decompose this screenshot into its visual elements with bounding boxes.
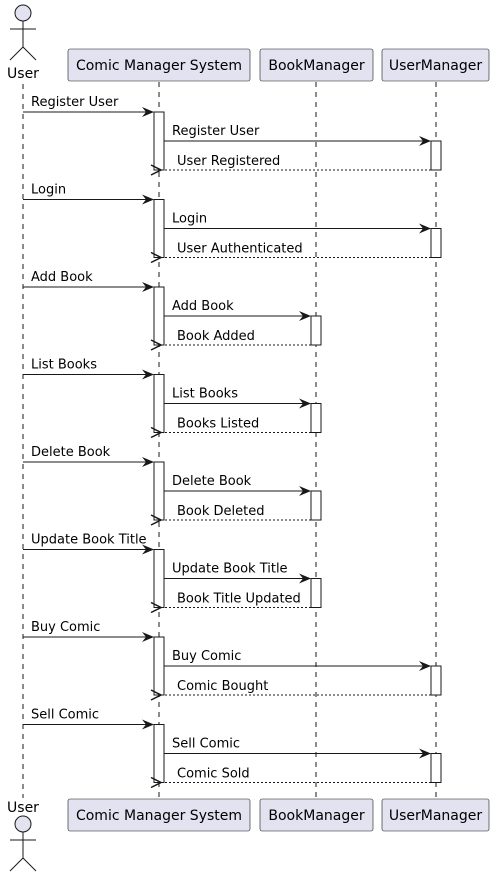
message-forward-label: Sell Comic [172,737,240,752]
message-reply-label: Book Deleted [177,504,264,519]
activation-cms [153,461,165,521]
activation-cms [153,111,165,171]
participant-label-um-top: UserManager [389,58,483,74]
participant-rect [259,798,374,832]
actor-right-leg [22,857,37,872]
actor-head [14,815,32,833]
activation-um [430,665,442,696]
participant-box-um-bottom: UserManager [381,798,490,832]
actor-left-leg [9,857,24,872]
participant-rect [381,798,490,832]
message-reply-label: Comic Sold [177,767,250,782]
message-reply-label: Book Title Updated [177,592,301,607]
participant-label-cms-top: Comic Manager System [76,58,242,74]
message-request-label: Add Book [31,270,93,285]
message-forward-label: List Books [172,387,238,402]
message-request-label: List Books [31,358,97,373]
message-forward-label: Register User [172,124,260,139]
message-request-label: Sell Comic [31,708,99,723]
participant-label-cms-bottom: Comic Manager System [76,808,242,824]
participant-label-bm-top: BookManager [268,58,364,74]
participant-rect [259,48,374,82]
activation-bm [310,403,322,433]
message-forward-label: Add Book [172,299,234,314]
activation-cms [153,724,165,783]
actor-user-bottom: User [7,800,39,872]
actor-right-leg [22,46,37,61]
message-reply-label: User Registered [177,154,280,169]
participant-rect [381,48,490,82]
activation-cms [153,286,165,346]
activation-cms [153,199,165,258]
message-reply-label: Book Added [177,329,255,344]
activation-um [430,140,442,171]
participant-box-bm-top: BookManager [259,48,374,82]
message-reply-label: Books Listed [177,417,259,432]
activation-um [430,228,442,258]
actor-head [14,4,32,22]
actor-left-leg [9,46,24,61]
participant-label-um-bottom: UserManager [389,808,483,824]
activation-cms [153,549,165,608]
participant-label-bm-bottom: BookManager [268,808,364,824]
participant-box-cms-top: Comic Manager System [67,48,251,82]
participant-rect [67,798,251,832]
message-request-label: Delete Book [31,445,111,460]
participant-label-user-bottom: User [7,800,39,816]
message-reply-label: Comic Bought [177,679,268,694]
participant-rect [67,48,251,82]
activation-cms [153,636,165,696]
message-forward-label: Buy Comic [172,649,241,664]
participant-box-cms-bottom: Comic Manager System [67,798,251,832]
activation-bm [310,578,322,608]
activation-bm [310,315,322,346]
message-request-label: Register User [31,95,119,110]
message-request-label: Login [31,183,66,198]
message-forward-label: Delete Book [172,474,252,489]
message-reply-label: User Authenticated [177,242,303,257]
actor-user-top: User [7,4,39,82]
message-request-label: Update Book Title [31,533,147,548]
activation-bm [310,490,322,521]
message-request-label: Buy Comic [31,620,100,635]
activation-cms [153,374,165,433]
participant-label-user-top: User [7,66,39,82]
message-forward-label: Login [172,212,207,227]
activation-um [430,753,442,783]
participant-box-bm-bottom: BookManager [259,798,374,832]
participant-box-um-top: UserManager [381,48,490,82]
message-forward-label: Update Book Title [172,562,288,577]
